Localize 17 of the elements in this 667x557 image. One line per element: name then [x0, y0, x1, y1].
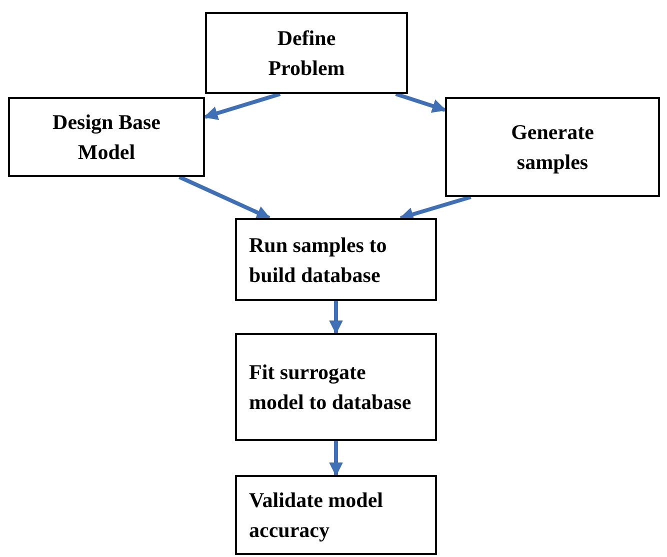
- arrow: [204, 92, 281, 120]
- box-text: Run samples to build database: [249, 232, 388, 288]
- process-box: [235, 475, 437, 555]
- arrow: [329, 441, 343, 476]
- process-box: [235, 218, 437, 301]
- process-box: [205, 12, 408, 94]
- arrow: [395, 92, 446, 113]
- box-text: Generate samples: [510, 119, 595, 176]
- process-box: [235, 333, 437, 441]
- arrow: [329, 301, 343, 334]
- box-text: Define Problem: [267, 25, 346, 82]
- arrow: [178, 175, 271, 220]
- box-text: Fit surrogate model to database: [249, 359, 412, 416]
- process-box: [445, 97, 660, 197]
- box-text: Validate model accuracy: [249, 487, 384, 544]
- box-text: Design Base Model: [52, 109, 162, 166]
- process-box: [8, 97, 205, 177]
